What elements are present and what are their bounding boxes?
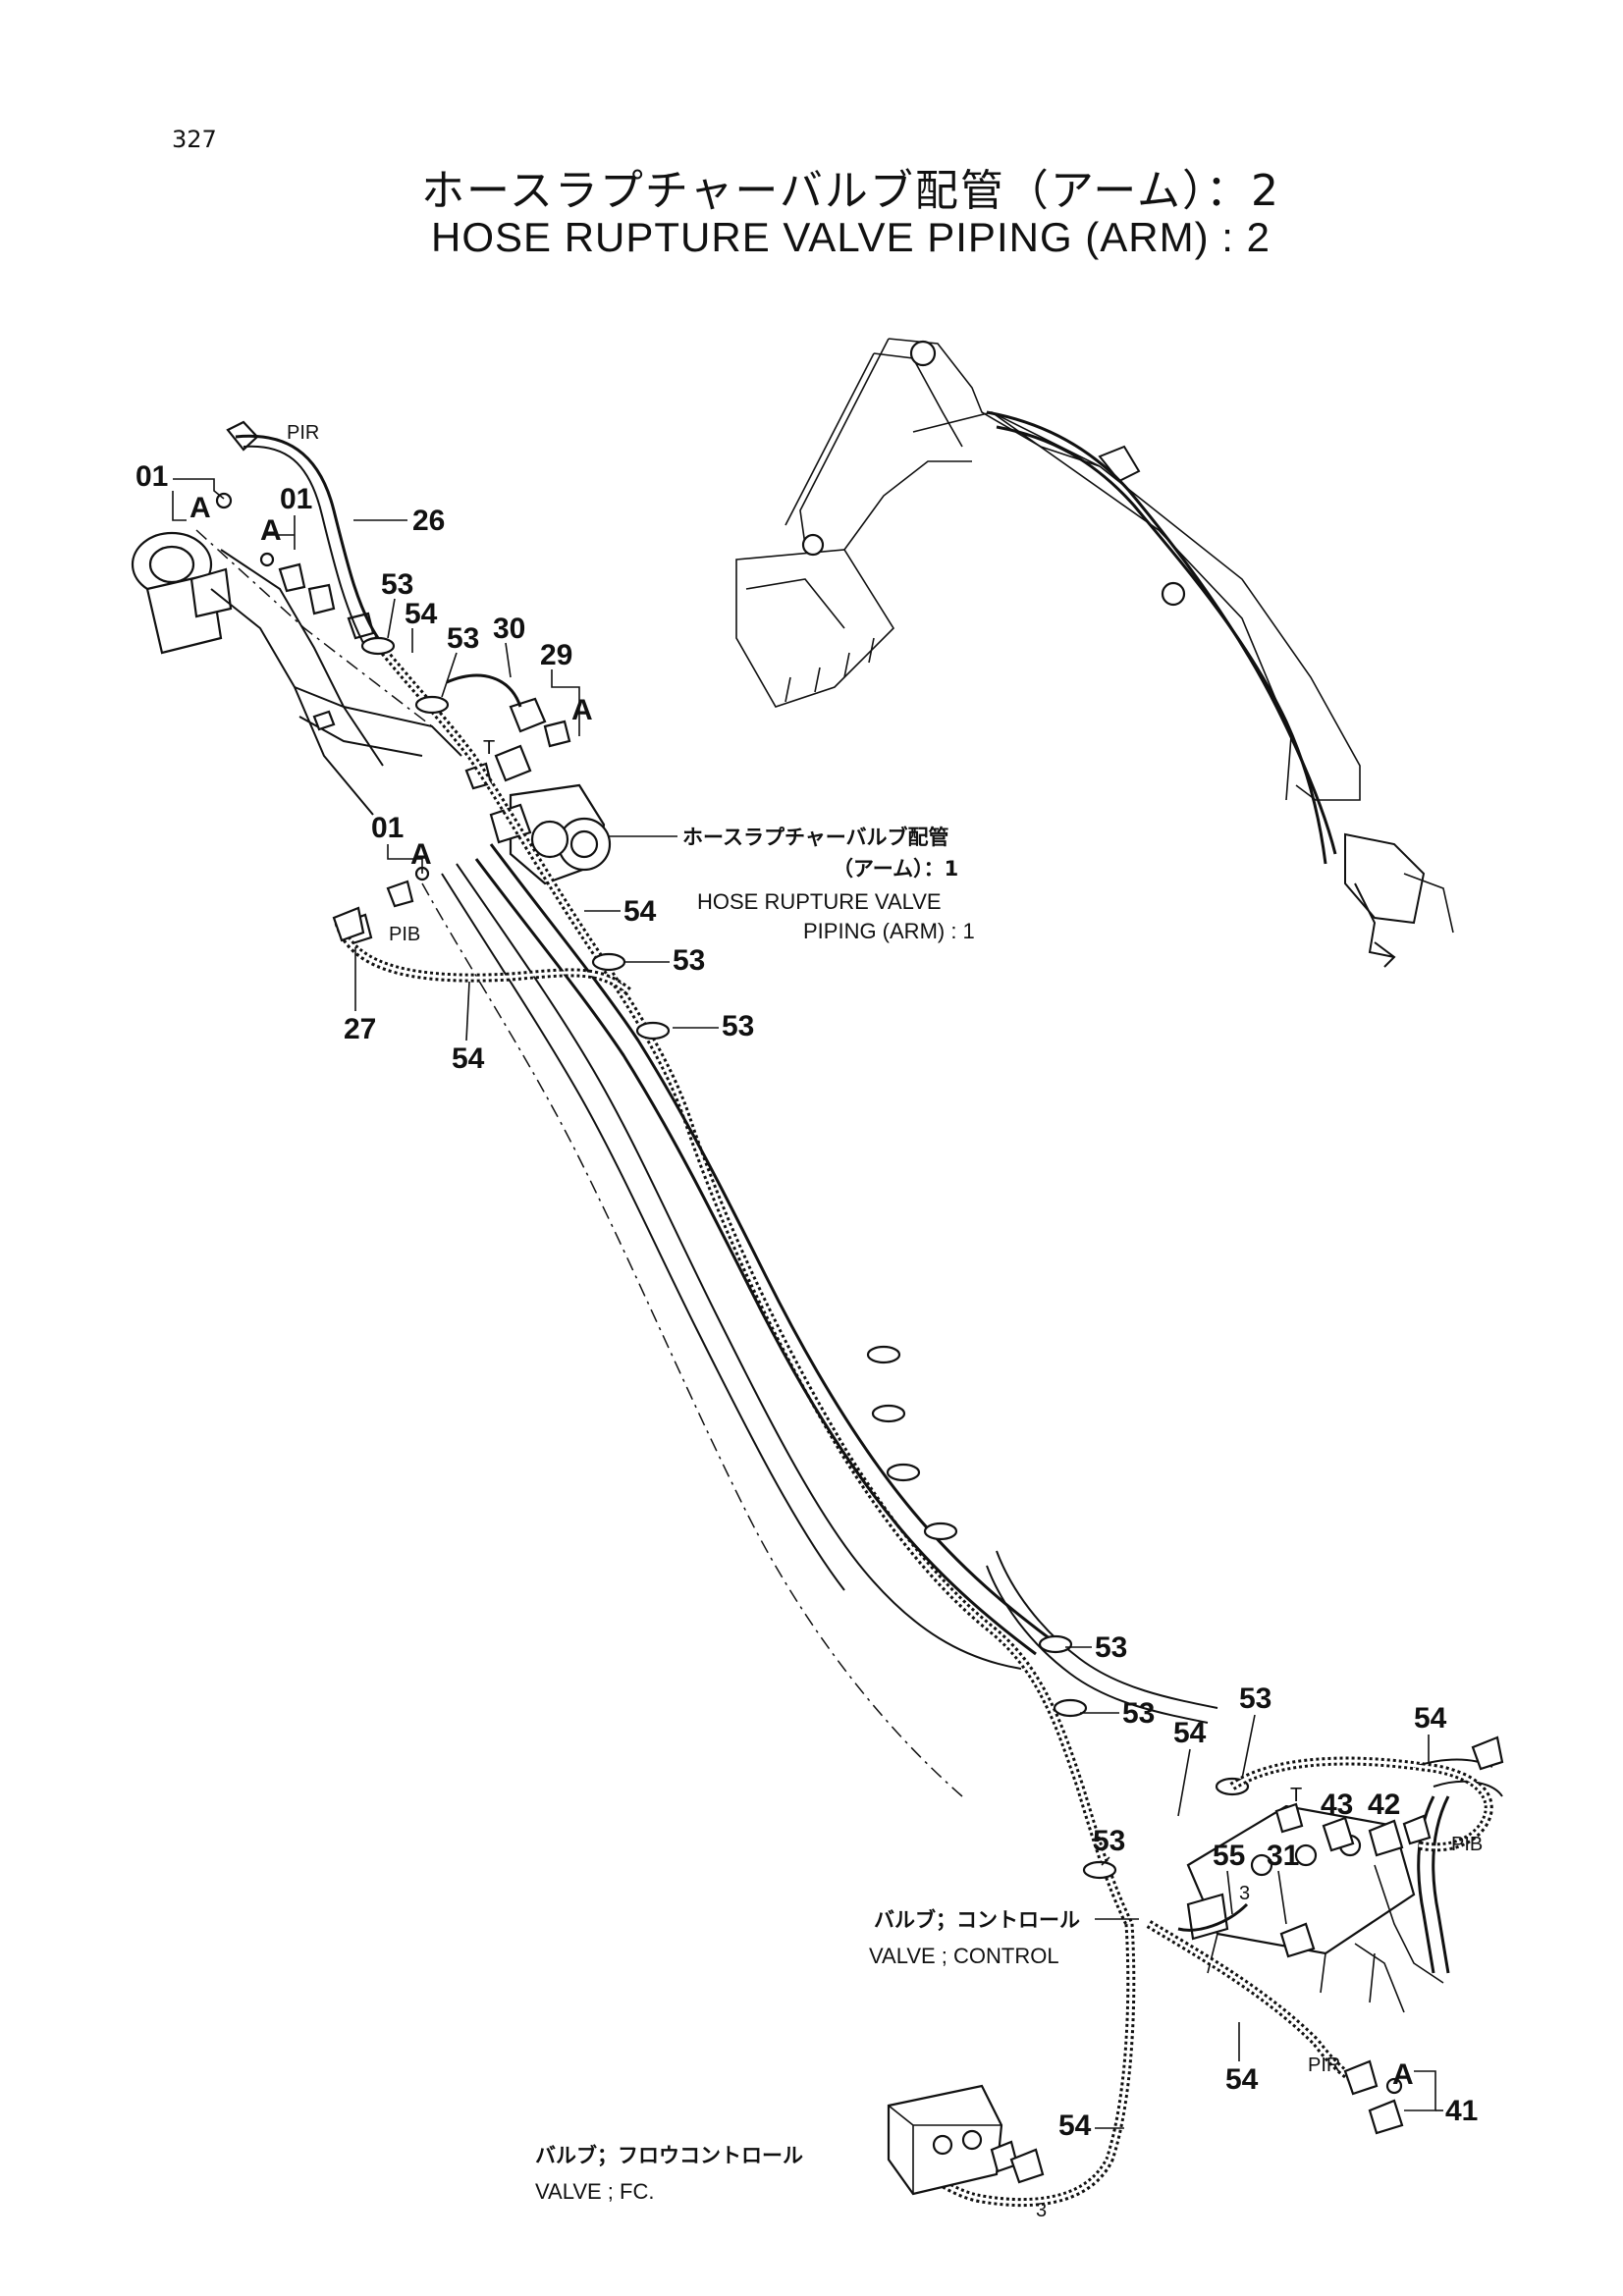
callout-42: 42: [1368, 1789, 1400, 1821]
callout-30: 30: [493, 613, 525, 645]
hose-30: [446, 673, 522, 708]
marker-pir-top: PIR: [287, 422, 319, 444]
callout-53-b: 53: [447, 622, 479, 655]
callout-54-e: 54: [1414, 1702, 1447, 1735]
page-title-japanese: ホースラプチャーバルブ配管（アーム）：2: [421, 166, 1280, 216]
callout-54-c: 54: [452, 1042, 485, 1075]
page-number: 327: [172, 126, 217, 153]
callout-53-c: 53: [673, 944, 705, 977]
callout-53-h: 53: [1093, 1825, 1125, 1857]
marker-a-5: A: [1392, 2058, 1414, 2091]
callout-27: 27: [344, 1013, 376, 1045]
callout-31: 31: [1267, 1840, 1299, 1872]
callout-54-f: 54: [1225, 2063, 1259, 2096]
fittings-upper: [215, 420, 571, 946]
callout-53-f: 53: [1122, 1697, 1155, 1730]
bucket-pin: [801, 533, 825, 557]
callout-55: 55: [1213, 1840, 1245, 1872]
steel-pipe-arm-1: [489, 843, 1052, 1641]
marker-t-bottom: T: [1290, 1785, 1302, 1806]
callout-29: 29: [540, 639, 572, 671]
boom-pin: [909, 340, 937, 367]
arm-pin: [1161, 581, 1186, 607]
callout-54-a: 54: [405, 598, 438, 630]
callout-53-g: 53: [1239, 1682, 1271, 1715]
marker-a-4: A: [410, 838, 432, 871]
ref-note-ja-2: （アーム）：1: [833, 857, 958, 881]
hose-26: [235, 434, 380, 639]
fittings-lower-right: [1274, 1802, 1432, 2135]
marker-pib-left: PIB: [389, 924, 420, 945]
marker-pib-right: PIB: [1451, 1834, 1483, 1855]
callout-53-a: 53: [381, 568, 413, 601]
callout-01-c: 01: [371, 812, 404, 844]
callout-54-g: 54: [1058, 2109, 1092, 2142]
marker-t-top: T: [483, 737, 495, 759]
marker-3-a: 3: [1239, 1883, 1250, 1904]
control-valve-note-ja: バルブ；コントロール: [874, 1908, 1080, 1932]
excavator-overview-illustration: [735, 338, 1454, 968]
control-valve-assembly: [1186, 1735, 1504, 2013]
ref-note-ja: ホースラプチャーバルブ配管: [682, 826, 949, 849]
marker-a-3: A: [571, 694, 593, 726]
clamps-53: [360, 636, 1250, 1880]
steel-pipe-arm-2: [474, 858, 1037, 1656]
hose-55: [1177, 1902, 1249, 1932]
callout-54-b: 54: [623, 895, 657, 928]
marker-a-2: A: [260, 514, 282, 547]
callout-43: 43: [1321, 1789, 1353, 1821]
callout-26: 26: [412, 505, 445, 537]
ref-note-en-2: PIPING (ARM) : 1: [803, 919, 975, 943]
callout-54-d: 54: [1173, 1717, 1207, 1749]
ref-note-en: HOSE RUPTURE VALVE: [697, 889, 942, 914]
callout-01-a: 01: [135, 460, 168, 493]
callout-53-e: 53: [1095, 1631, 1127, 1664]
steel-pipe-arm-3: [456, 863, 1022, 1670]
control-valve-note-en: VALVE ; CONTROL: [869, 1944, 1059, 1968]
callout-41: 41: [1445, 2095, 1478, 2127]
hose-rupture-valve-assembly-upper: [131, 529, 462, 816]
marker-3-b: 3: [1036, 2200, 1047, 2221]
marker-pir-bottom: PIR: [1308, 2055, 1340, 2076]
fc-valve-note-en: VALVE ; FC.: [535, 2179, 654, 2204]
fc-valve-note-ja: バルブ；フロウコントロール: [535, 2144, 803, 2167]
page-title-english: HOSE RUPTURE VALVE PIPING (ARM) : 2: [431, 214, 1271, 260]
marker-a-1: A: [189, 492, 211, 524]
flow-control-valve-block: [887, 2084, 1045, 2196]
armored-hose-54-pib: [334, 921, 631, 995]
callout-01-b: 01: [280, 483, 312, 515]
callout-53-d: 53: [722, 1010, 754, 1042]
